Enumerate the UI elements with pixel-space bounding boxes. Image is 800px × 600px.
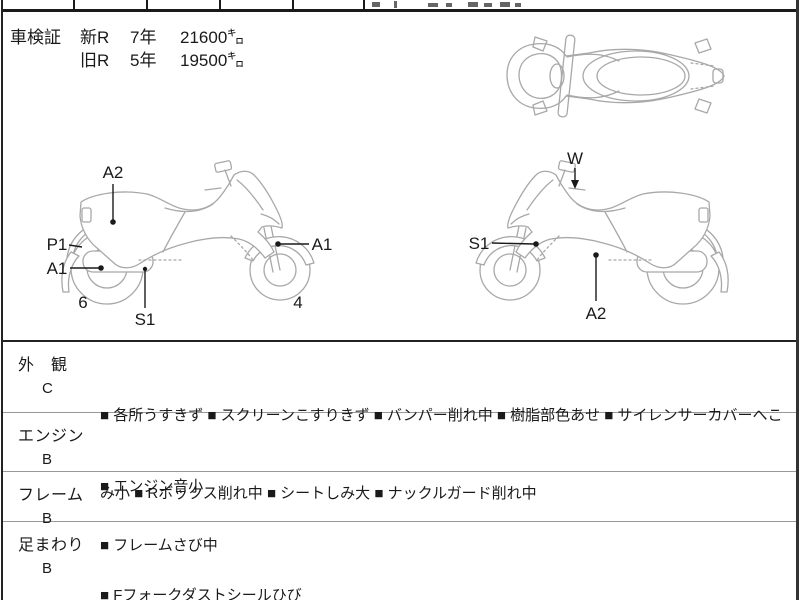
section-engine-head: エンジン B — [3, 413, 100, 471]
header-cell-divider — [73, 0, 75, 9]
sheet-right-border — [796, 0, 799, 600]
section-frame-notes: ■ フレームさび中 — [100, 472, 796, 554]
clipped-text-fragment — [500, 2, 510, 7]
note-line: ■ フレームさび中 — [100, 537, 218, 554]
clipped-text-fragment — [484, 3, 492, 7]
damage-label-a1-rear: A1 — [47, 259, 68, 278]
condition-sections: 外 観 C ■ 各所うすきず ■ スクリーンこすりきず ■ バンパー削れ中 ■ … — [3, 340, 796, 600]
clipped-text-fragment — [468, 2, 478, 7]
reg-year: 5年 — [130, 51, 157, 70]
section-name: エンジン — [18, 428, 85, 445]
grade-badge: B — [42, 510, 53, 527]
grade-badge: B — [42, 560, 53, 577]
section-undercarriage-head: 足まわり B — [3, 522, 100, 600]
clipped-text-fragment — [394, 1, 397, 8]
clipped-text-fragment — [446, 3, 452, 7]
shaken-row-new: 新R 7年 21600㌔ — [80, 26, 244, 49]
section-engine-notes: ■ エンジン音小 — [100, 413, 796, 495]
reg-era: 旧R — [80, 51, 110, 70]
section-exterior: 外 観 C ■ 各所うすきず ■ スクリーンこすりきず ■ バンパー削れ中 ■ … — [3, 342, 796, 502]
section-exterior-head: 外 観 C — [3, 342, 100, 412]
clipped-table-header-row — [3, 0, 796, 12]
section-undercarriage: 足まわり B ■ Fフォークダストシールひび — [3, 522, 796, 600]
scooter-right-side-diagram: W S1 A2 — [469, 149, 729, 323]
header-cell-divider — [146, 0, 148, 9]
section-engine: エンジン B ■ エンジン音小 — [3, 413, 796, 495]
odometer-value: 21600㌔ — [180, 28, 245, 47]
note-line: ■ エンジン音小 — [100, 478, 204, 495]
shaken-mileage-block: 車検証 新R 7年 21600㌔ 旧R 5年 19500㌔ — [10, 26, 244, 72]
section-name: 足まわり — [18, 537, 85, 554]
reg-era: 新R — [80, 28, 110, 47]
note-line: み小 ■ Rボックス削れ中 ■ シートしみ大 ■ ナックルガード削れ中 — [100, 485, 537, 502]
header-cell-divider — [292, 0, 294, 9]
header-cell-divider — [219, 0, 221, 9]
section-undercarriage-notes: ■ Fフォークダストシールひび — [100, 522, 796, 600]
damage-label-a2: A2 — [103, 163, 124, 182]
shaken-rows: 新R 7年 21600㌔ 旧R 5年 19500㌔ — [80, 26, 244, 72]
clipped-text-fragment — [515, 3, 521, 7]
damage-label-s1: S1 — [469, 234, 490, 253]
wheel-tread-front: 4 — [293, 293, 302, 312]
grade-badge: B — [42, 451, 53, 468]
damage-annotations-right: W S1 A2 — [469, 149, 607, 323]
clipped-text-fragment — [372, 2, 380, 7]
damage-label-a2: A2 — [586, 304, 607, 323]
section-exterior-notes: ■ 各所うすきず ■ スクリーンこすりきず ■ バンパー削れ中 ■ 樹脂部色あせ… — [100, 342, 796, 502]
damage-label-p1: P1 — [47, 235, 68, 254]
scooter-top-view-diagram — [506, 34, 725, 118]
section-name: フレーム — [18, 487, 84, 504]
sheet-left-border — [1, 0, 3, 600]
section-frame-head: フレーム B — [3, 472, 100, 527]
damage-label-s1: S1 — [135, 310, 156, 329]
reg-year: 7年 — [130, 28, 157, 47]
damage-annotations-left: A2 P1 A1 6 S1 A1 4 — [47, 163, 333, 329]
clipped-text-fragment — [428, 3, 438, 7]
grade-badge: C — [42, 380, 53, 397]
shaken-label: 車検証 — [10, 28, 61, 47]
damage-label-w: W — [567, 149, 583, 168]
section-frame: フレーム B ■ フレームさび中 — [3, 472, 796, 554]
note-line: ■ Fフォークダストシールひび — [100, 587, 302, 600]
damage-label-a1-front: A1 — [312, 235, 333, 254]
odometer-value: 19500㌔ — [180, 51, 245, 70]
scooter-left-side-diagram: A2 P1 A1 6 S1 A1 4 — [47, 159, 333, 329]
section-name: 外 観 — [18, 357, 68, 374]
shaken-row-old: 旧R 5年 19500㌔ — [80, 49, 244, 72]
wheel-tread-rear: 6 — [78, 293, 87, 312]
header-cell-divider — [363, 0, 365, 9]
note-line: ■ 各所うすきず ■ スクリーンこすりきず ■ バンパー削れ中 ■ 樹脂部色あせ… — [100, 407, 783, 424]
